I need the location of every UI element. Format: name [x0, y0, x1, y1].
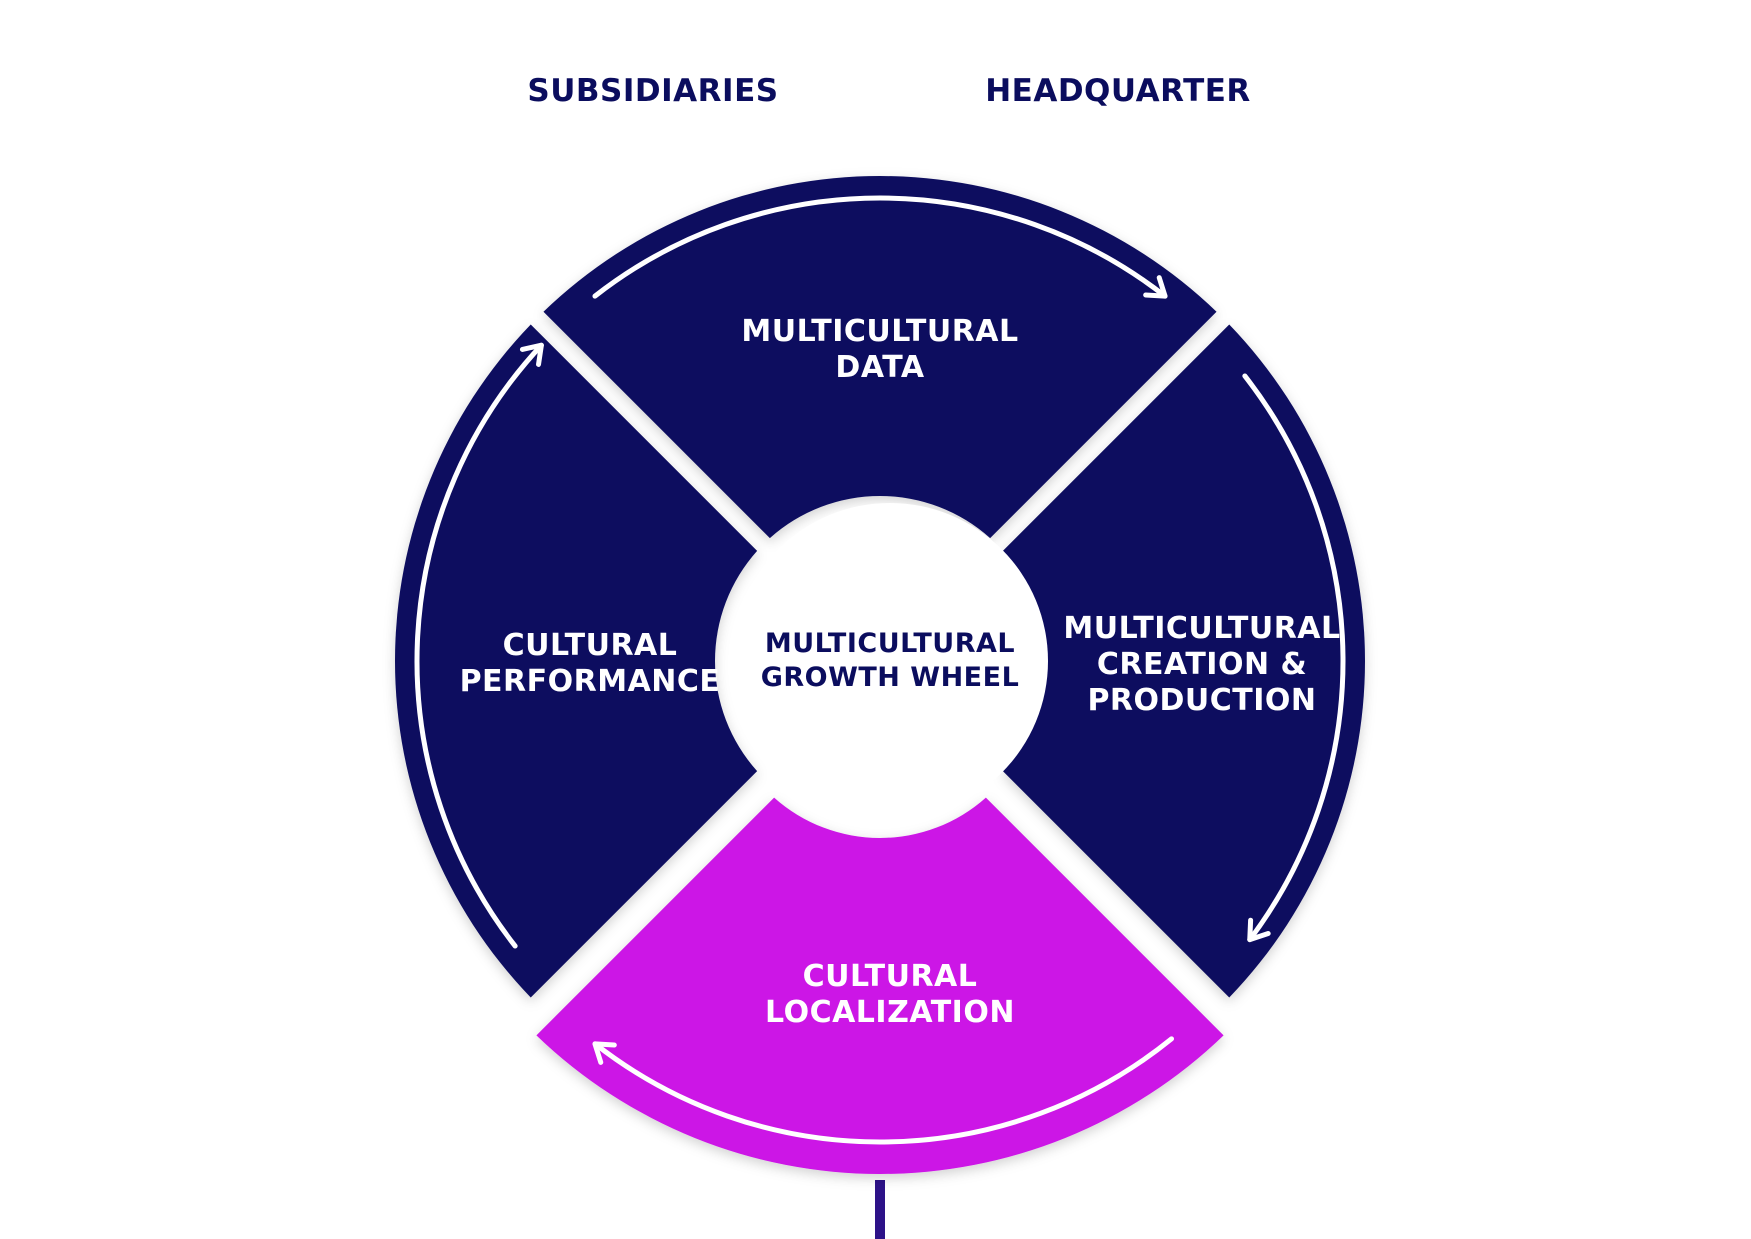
subsidiaries-label: SUBSIDIARIES	[527, 73, 778, 109]
center-hub	[732, 503, 1048, 819]
cycle-arrow-top	[592, 195, 1168, 299]
cycle-arrow-right	[1242, 373, 1346, 943]
segment-multicultural-data	[543, 175, 1217, 539]
segment-cultural-performance	[395, 324, 758, 998]
top-segment-label-line1: MULTICULTURAL	[741, 314, 1018, 349]
segment-multicultural-creation	[1002, 324, 1365, 998]
arrow-head-icon	[1143, 275, 1168, 299]
center-label-line1: MULTICULTURAL	[765, 628, 1015, 659]
right-segment-label-line2: CREATION &	[1097, 647, 1307, 682]
cycle-arrow-left	[414, 342, 544, 949]
right-segment-label-line1: MULTICULTURAL	[1063, 611, 1340, 646]
center-label-line2: GROWTH WHEEL	[761, 662, 1020, 693]
left-segment-label-line1: CULTURAL	[503, 628, 678, 663]
bottom-segment-label-line1: CULTURAL	[803, 959, 978, 994]
left-segment-label-line2: PERFORMANCE	[460, 664, 721, 699]
right-segment-label-line3: PRODUCTION	[1087, 683, 1316, 718]
arrow-head-icon	[519, 342, 544, 367]
bottom-segment-label-line2: LOCALIZATION	[765, 995, 1015, 1030]
top-segment-label-line2: DATA	[835, 350, 924, 385]
arrow-head-icon	[1247, 917, 1271, 943]
headquarter-label: HEADQUARTER	[985, 73, 1251, 109]
cycle-arrow-bottom	[592, 1036, 1175, 1145]
arrow-head-icon	[592, 1041, 617, 1065]
segment-cultural-localization	[536, 797, 1224, 1174]
